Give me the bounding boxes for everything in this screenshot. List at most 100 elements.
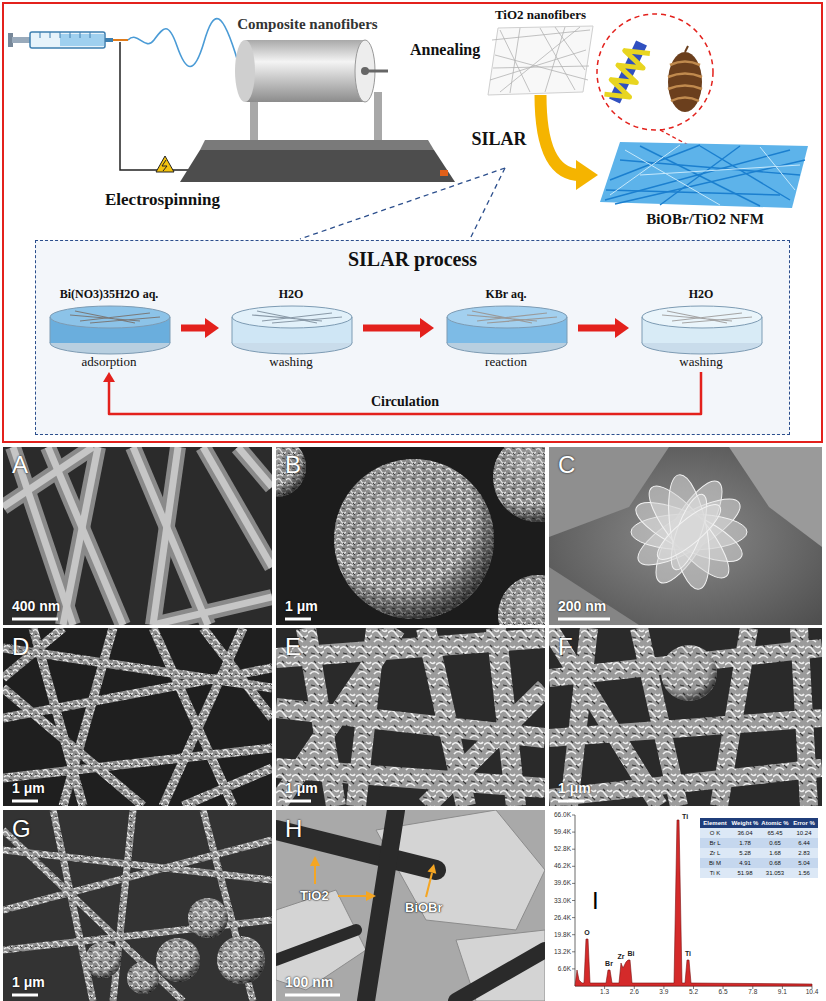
step-label: Electrospinning (105, 190, 220, 210)
petri-dish (232, 317, 233, 343)
composite-mat (600, 142, 808, 208)
petri-dish (252, 311, 342, 323)
sem-panel (276, 628, 545, 806)
node-label: H2O (631, 286, 771, 302)
table-cell: 2.83 (798, 850, 810, 857)
petri-dish (642, 306, 762, 354)
composite-mat (600, 142, 808, 208)
leader-arrow (338, 895, 366, 897)
axis-tick: 9.1 (778, 988, 787, 996)
table-cell: 65.45 (767, 830, 782, 837)
sem-panel (156, 938, 200, 982)
syringe-pump (128, 19, 238, 67)
collector-base (440, 170, 448, 176)
petri-dish (762, 317, 763, 343)
composite-mat (610, 145, 680, 195)
magnified-inset (685, 46, 688, 52)
sem-panel (3, 628, 63, 678)
sem-panel (217, 936, 265, 984)
leader-arrow (426, 873, 432, 897)
tem-panel (366, 810, 396, 1001)
magnified-inset (604, 43, 649, 104)
scale-label: 1 μm (285, 598, 318, 614)
magnified-inset (597, 14, 713, 130)
panel-letter: B (285, 452, 301, 478)
petri-dish (662, 311, 752, 323)
panel-letter: E (285, 634, 301, 660)
table-cell: 10.24 (796, 830, 811, 837)
table-cell: 1.68 (769, 850, 781, 857)
axis-tick: 46.2K (554, 862, 571, 870)
sem-panel (276, 628, 396, 806)
collector-base (200, 140, 434, 150)
tio2-mat (490, 50, 586, 80)
tem-panel (276, 930, 356, 960)
scheme-frame (35, 240, 790, 435)
drum-collector: Composite nanofibers (215, 14, 400, 116)
syringe-pump (12, 37, 32, 43)
petri-dish (567, 317, 568, 343)
arrow-head (420, 318, 434, 338)
sem-panel (549, 447, 822, 625)
process-arrow (578, 325, 618, 332)
table-cell: 0.68 (769, 860, 781, 867)
composite-mat (760, 147, 795, 190)
arrow-head (103, 372, 115, 382)
sem-panel (549, 768, 822, 798)
magnified-inset (604, 38, 653, 106)
table-cell: Atomic % (761, 820, 788, 827)
composite-mat (640, 146, 760, 206)
sem-panel (163, 628, 243, 806)
sem-panel (661, 645, 717, 701)
edge-label: SILAR (471, 129, 526, 149)
sem-panel (217, 936, 265, 984)
syringe-pump (105, 38, 113, 42)
drum-collector (245, 40, 365, 102)
table-cell: 51.98 (737, 870, 752, 877)
syringe-pump (113, 39, 128, 41)
arrow-head (576, 160, 598, 190)
sem-panel (276, 628, 545, 806)
phase-label: BiOBr (405, 900, 443, 916)
sem-panel (549, 628, 822, 806)
petri-dish (50, 306, 762, 354)
leader-arrow (310, 856, 436, 901)
sem-panel (3, 628, 272, 806)
step-label: Annealing (410, 40, 480, 59)
peak-label: Br (605, 960, 613, 968)
peak-label: Ti (685, 950, 691, 958)
magnified-inset (668, 62, 702, 102)
sem-panel (549, 718, 822, 738)
sem-panel (3, 447, 272, 625)
tio2-mat (555, 27, 585, 70)
axis-tick: 52.8K (554, 845, 571, 853)
petri-dish (447, 317, 448, 343)
dashed-leader (300, 168, 505, 239)
tio2-mat (490, 27, 590, 93)
node-label: TiO2 nanofibers (488, 6, 593, 23)
tem-panel (456, 930, 545, 1001)
table-cell: Error % (793, 820, 815, 827)
scale-bar (285, 994, 340, 997)
composite-mat (625, 150, 720, 205)
eds-spectrum (575, 820, 812, 986)
syringe-pump (40, 32, 90, 38)
process-arrow (541, 95, 599, 190)
peak-label: O (584, 929, 589, 937)
peak-label: Bi (628, 950, 635, 958)
composite-mat (660, 146, 740, 205)
axis-tick: 2.6 (630, 988, 639, 996)
petri-dish (50, 306, 170, 354)
leader-arrow (428, 864, 437, 874)
table-cell: Weight % (732, 820, 759, 827)
fiber-mat: BiOBr/TiO2 NFM (600, 140, 810, 228)
table-cell: 1.78 (739, 840, 751, 847)
tio2-mat (493, 66, 589, 68)
edge-label: Circulation (367, 393, 443, 410)
syringe-pump (30, 32, 105, 48)
table-cell: Ti K (710, 870, 720, 877)
arrow-head (205, 318, 219, 338)
leader-arrow (366, 891, 376, 901)
sem-panel (3, 447, 272, 625)
